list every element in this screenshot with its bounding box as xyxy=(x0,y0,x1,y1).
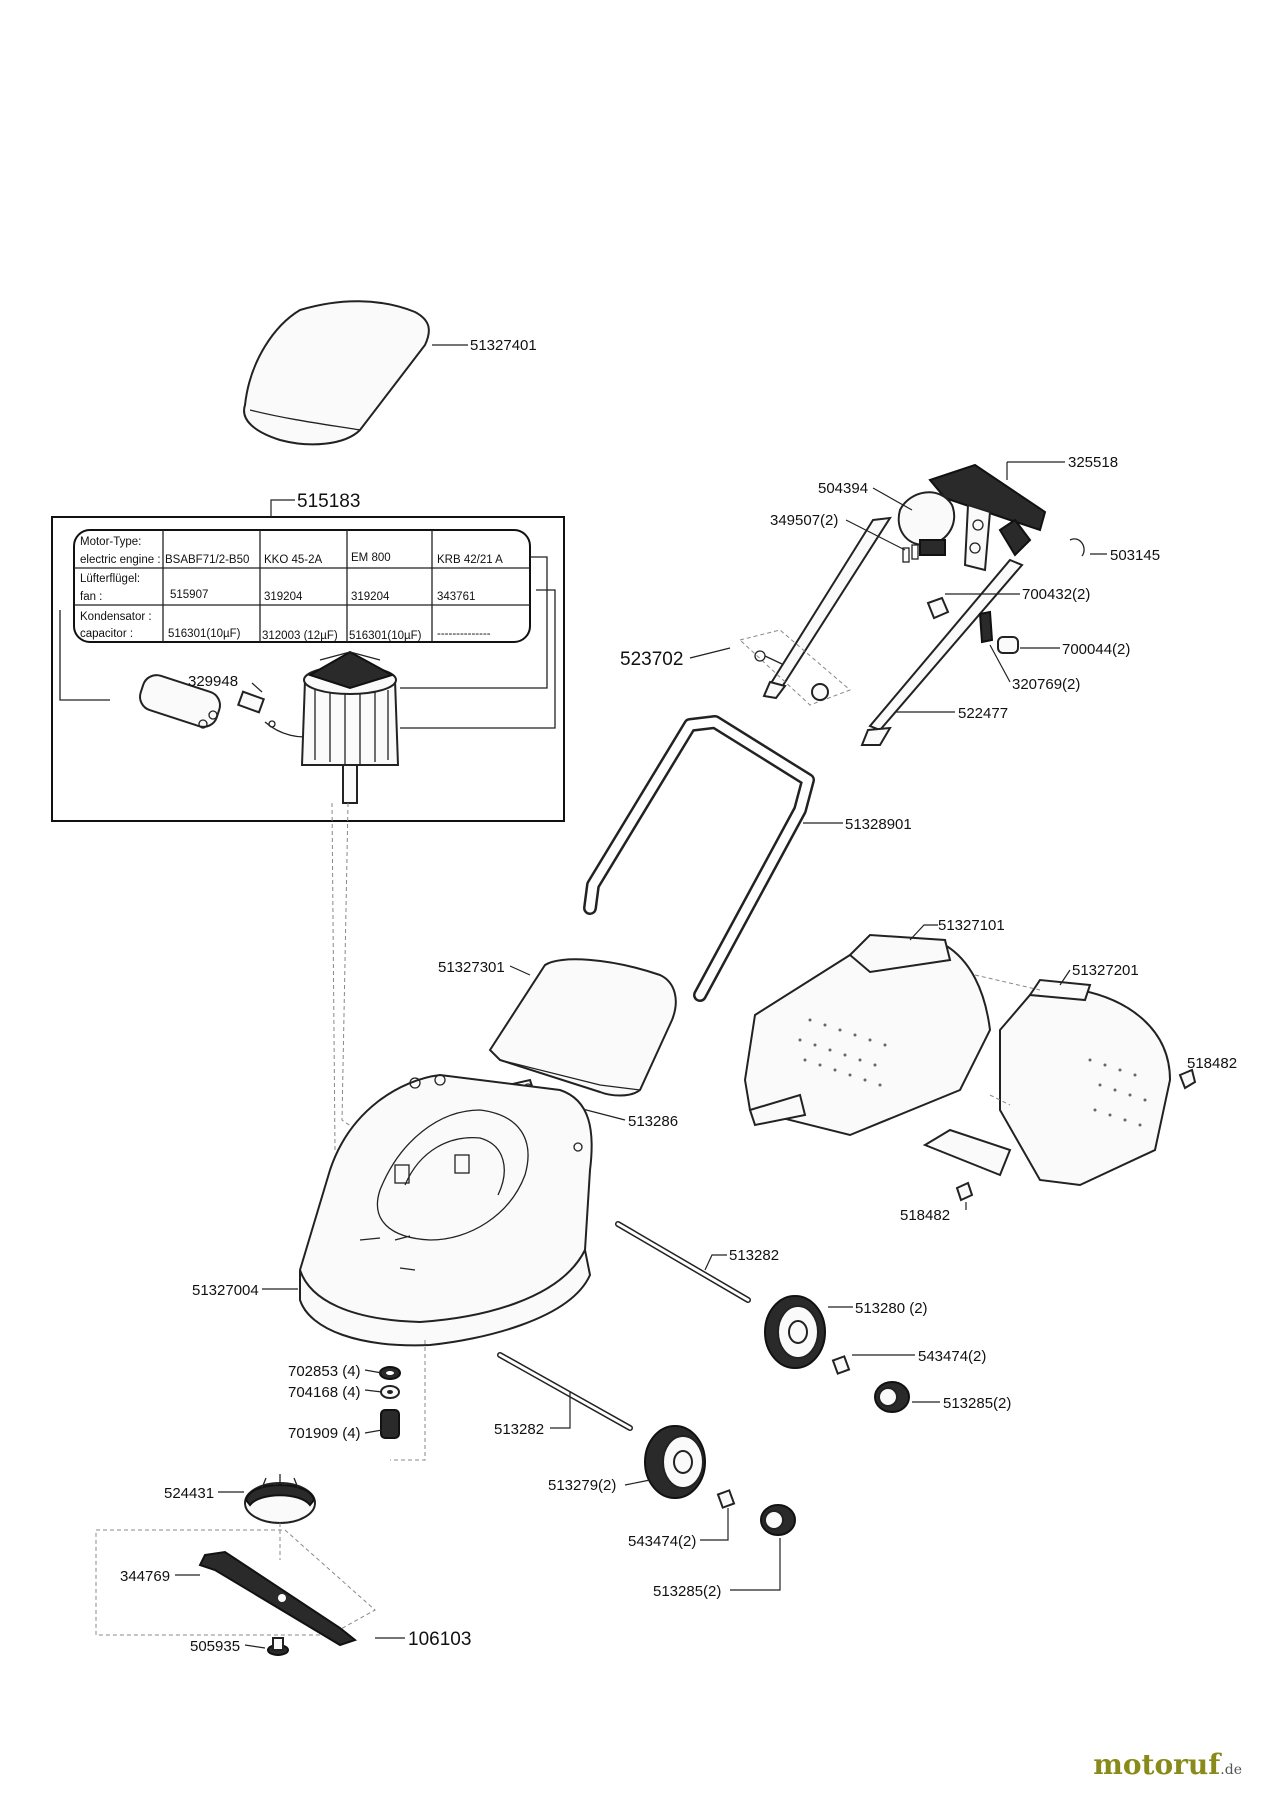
motor-kit-box xyxy=(51,516,565,822)
label-704168: 704168 (4) xyxy=(288,1384,361,1401)
electric-motor-part xyxy=(300,650,400,804)
table-cell: capacitor : xyxy=(80,628,133,640)
label-51327201: 51327201 xyxy=(1072,962,1139,979)
table-cell: Kondensator : xyxy=(80,611,152,623)
table-cell: 516301(10µF) xyxy=(349,630,422,642)
label-700044: 700044(2) xyxy=(1062,641,1130,658)
label-349507: 349507(2) xyxy=(770,512,838,529)
label-702853: 702853 (4) xyxy=(288,1363,361,1380)
table-cell: fan : xyxy=(80,591,102,603)
wheel-front-part xyxy=(644,1425,706,1499)
label-523702: 523702 xyxy=(620,649,683,670)
table-cell: KKO 45-2A xyxy=(264,554,322,566)
label-504394: 504394 xyxy=(818,480,868,497)
label-320769: 320769(2) xyxy=(1012,676,1080,693)
grass-box-left-part xyxy=(743,933,992,1137)
label-513285-lower: 513285(2) xyxy=(653,1583,721,1600)
rear-flap-part xyxy=(488,958,677,1097)
table-cell: Motor-Type: xyxy=(80,536,141,548)
motor-spec-table: Motor-Type: electric engine : BSABF71/2-… xyxy=(73,529,531,643)
label-513282-lower: 513282 xyxy=(494,1421,544,1438)
label-515183: 515183 xyxy=(297,491,360,512)
table-cell: 516301(10µF) xyxy=(168,628,241,640)
brand-logo: motoruf.de xyxy=(1093,1748,1242,1781)
hubcap-upper-part xyxy=(874,1381,910,1413)
hubcap-lower-part xyxy=(760,1504,796,1536)
label-700432: 700432(2) xyxy=(1022,586,1090,603)
capacitor-part xyxy=(139,674,221,729)
label-503145: 503145 xyxy=(1110,547,1160,564)
table-cell: electric engine : xyxy=(80,554,161,566)
grass-box-right-part xyxy=(922,978,1172,1187)
lower-handle-part xyxy=(583,715,815,1002)
label-513282-upper: 513282 xyxy=(729,1247,779,1264)
label-51327101: 51327101 xyxy=(938,917,1005,934)
label-543474-lower: 543474(2) xyxy=(628,1533,696,1550)
label-51327401: 51327401 xyxy=(470,337,537,354)
label-543474-upper: 543474(2) xyxy=(918,1348,986,1365)
label-513280: 513280 (2) xyxy=(855,1300,928,1317)
label-106103: 106103 xyxy=(408,1629,471,1650)
blade-adapter-part xyxy=(244,1474,316,1524)
table-cell: 312003 (12µF) xyxy=(262,630,338,642)
top-cover-part xyxy=(243,300,430,446)
label-329948: 329948 xyxy=(188,673,238,690)
table-cell: -------------- xyxy=(437,628,491,640)
label-518482-bottom: 518482 xyxy=(900,1207,950,1224)
label-325518: 325518 xyxy=(1068,454,1118,471)
table-cell: Lüfterflügel: xyxy=(80,573,140,585)
blade-bolt-part xyxy=(267,1637,289,1656)
table-cell: 515907 xyxy=(170,589,208,601)
label-522477: 522477 xyxy=(958,705,1008,722)
label-513285-upper: 513285(2) xyxy=(943,1395,1011,1412)
mower-blade-part xyxy=(198,1550,358,1647)
mower-deck-part xyxy=(298,1073,593,1347)
label-505935: 505935 xyxy=(190,1638,240,1655)
upper-handle-part xyxy=(897,463,1047,572)
label-513286: 513286 xyxy=(628,1113,678,1130)
label-51328901: 51328901 xyxy=(845,816,912,833)
table-cell: 319204 xyxy=(351,591,390,603)
label-518482-right: 518482 xyxy=(1187,1055,1237,1072)
table-cell: 319204 xyxy=(264,591,303,603)
label-51327301: 51327301 xyxy=(438,959,505,976)
label-524431: 524431 xyxy=(164,1485,214,1502)
table-cell: 343761 xyxy=(437,591,475,603)
table-cell: BSABF71/2-B50 xyxy=(165,554,249,566)
label-51327004: 51327004 xyxy=(192,1282,259,1299)
label-344769: 344769 xyxy=(120,1568,170,1585)
wheel-rear-part xyxy=(764,1295,826,1369)
label-513279: 513279(2) xyxy=(548,1477,616,1494)
table-cell: EM 800 xyxy=(351,552,391,564)
label-701909: 701909 (4) xyxy=(288,1425,361,1442)
table-cell: KRB 42/21 A xyxy=(437,554,503,566)
